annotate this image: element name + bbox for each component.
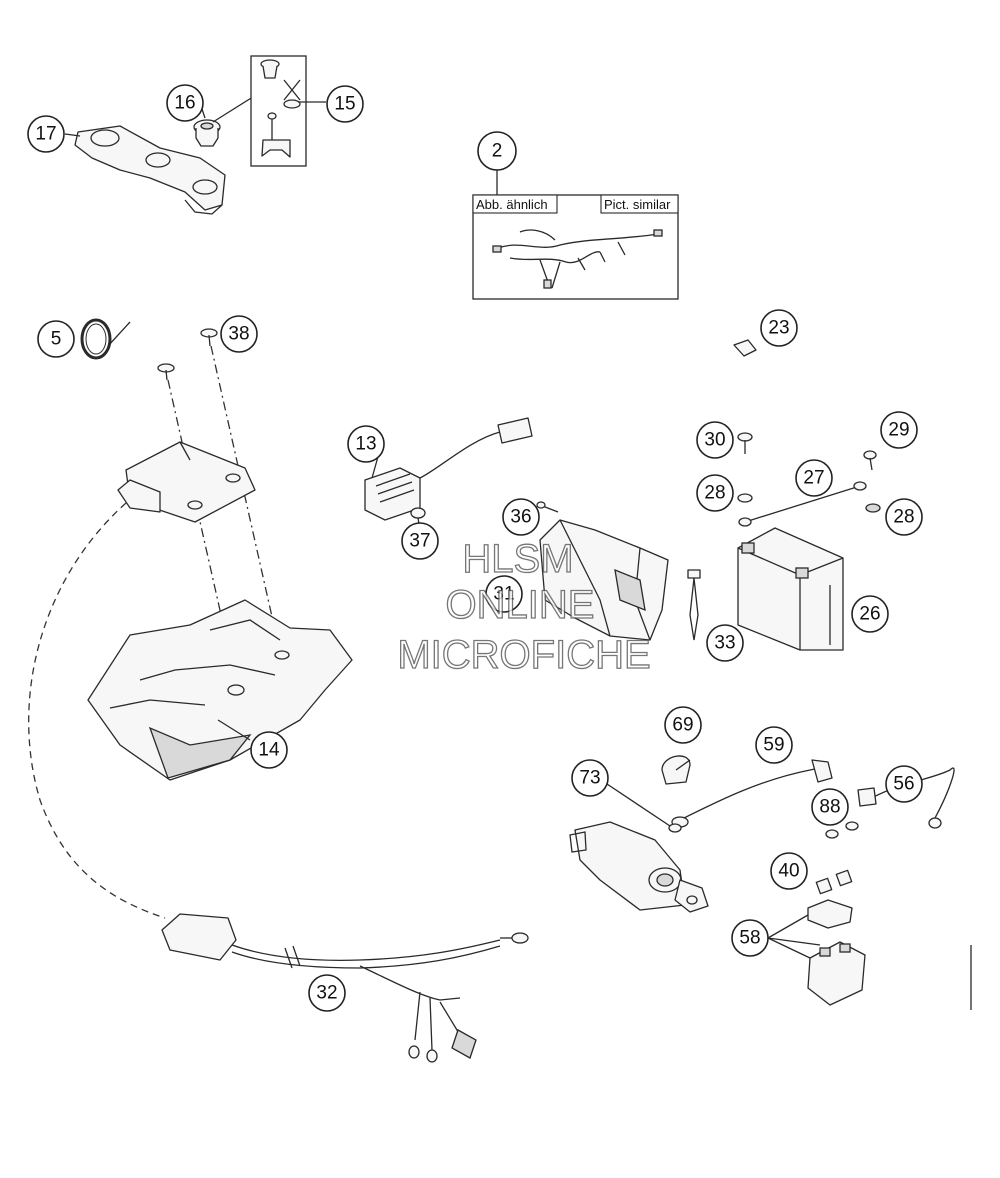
callout-16: 16 (166, 84, 204, 122)
svg-text:23: 23 (768, 318, 789, 339)
part-13-regulator (364, 417, 533, 521)
callout-13: 13 (347, 425, 385, 463)
callout-30: 30 (696, 421, 734, 459)
svg-text:13: 13 (355, 434, 376, 455)
part-31-battery-box (539, 519, 669, 641)
callout-59: 59 (755, 726, 793, 764)
svg-text:37: 37 (409, 531, 430, 552)
callout-40: 40 (770, 852, 808, 890)
part-38-screws (157, 328, 218, 381)
part-40-fuses (815, 869, 853, 895)
svg-text:31: 31 (493, 584, 514, 605)
svg-text:59: 59 (763, 735, 784, 756)
part-2-harness-box: Abb. ähnlich Pict. similar (472, 170, 679, 300)
part-5-cable-tie (80, 318, 131, 360)
part-15-detail-box (250, 55, 307, 167)
svg-text:26: 26 (859, 604, 880, 625)
part-30-screw (737, 432, 753, 454)
svg-text:29: 29 (888, 420, 909, 441)
callout-36: 36 (502, 498, 540, 536)
svg-text:32: 32 (316, 983, 337, 1004)
callout-28-right: 28 (885, 498, 923, 536)
part-69-cap (661, 755, 691, 785)
part-59-cable (671, 759, 833, 828)
callout-37: 37 (401, 522, 439, 560)
svg-text:58: 58 (739, 928, 760, 949)
callout-2: 2 (477, 131, 517, 171)
svg-text:17: 17 (35, 124, 56, 145)
watermark-line-3: MICROFICHE (397, 633, 650, 677)
callout-58: 58 (731, 919, 769, 957)
callout-69: 69 (664, 706, 702, 744)
svg-text:33: 33 (714, 633, 735, 654)
svg-text:16: 16 (174, 93, 195, 114)
harness-box-right-label: Pict. similar (604, 197, 671, 212)
callout-23: 23 (760, 309, 798, 347)
svg-text:73: 73 (579, 768, 600, 789)
callout-17: 17 (27, 115, 65, 153)
callout-32: 32 (308, 974, 346, 1012)
callout-26: 26 (851, 595, 889, 633)
callout-88: 88 (811, 788, 849, 826)
callout-15: 15 (326, 85, 364, 123)
watermark-line-2: ONLINE (446, 583, 595, 627)
callout-56: 56 (885, 765, 923, 803)
part-73-nut (668, 823, 682, 833)
axis-line-right (210, 345, 276, 631)
part-16-grommet (193, 119, 221, 147)
ecu-module (117, 441, 256, 523)
svg-text:28: 28 (704, 483, 725, 504)
callout-38: 38 (220, 315, 258, 353)
part-32-harness (161, 913, 529, 1063)
callout-73: 73 (571, 759, 609, 797)
svg-text:28: 28 (893, 507, 914, 528)
svg-text:69: 69 (672, 715, 693, 736)
part-27-cable (738, 481, 867, 527)
callout-31: 31 (485, 575, 523, 613)
part-58-relay (807, 899, 866, 1006)
part-14-tray (87, 599, 353, 781)
svg-text:2: 2 (492, 141, 503, 162)
callout-27: 27 (795, 459, 833, 497)
svg-text:38: 38 (228, 324, 249, 345)
starter-motor (569, 821, 709, 913)
part-17-bracket (74, 125, 226, 215)
connector-route-dashed (28, 502, 166, 919)
part-36-screw (536, 501, 559, 513)
part-33-strap (687, 569, 701, 641)
callout-14: 14 (250, 731, 288, 769)
harness-box-left-label: Abb. ähnlich (476, 197, 548, 212)
watermark: HLSM ONLINE MICROFICHE (397, 536, 652, 677)
axis-line-left (167, 379, 239, 691)
part-28-washers (737, 493, 881, 513)
svg-text:15: 15 (334, 94, 355, 115)
callout-28-left: 28 (696, 474, 734, 512)
svg-text:30: 30 (704, 430, 725, 451)
part-23-clip (733, 339, 757, 357)
callout-5: 5 (37, 320, 75, 358)
svg-text:36: 36 (510, 507, 531, 528)
part-29-screw (863, 450, 877, 471)
svg-text:56: 56 (893, 774, 914, 795)
svg-text:27: 27 (803, 468, 824, 489)
callout-33: 33 (706, 624, 744, 662)
svg-text:5: 5 (51, 329, 62, 350)
svg-text:14: 14 (258, 740, 280, 761)
svg-text:88: 88 (819, 797, 840, 818)
watermark-line-1: HLSM (462, 537, 573, 581)
part-26-battery (737, 527, 844, 651)
callout-29: 29 (880, 411, 918, 449)
svg-text:40: 40 (778, 861, 799, 882)
part-88-screws (825, 821, 859, 839)
